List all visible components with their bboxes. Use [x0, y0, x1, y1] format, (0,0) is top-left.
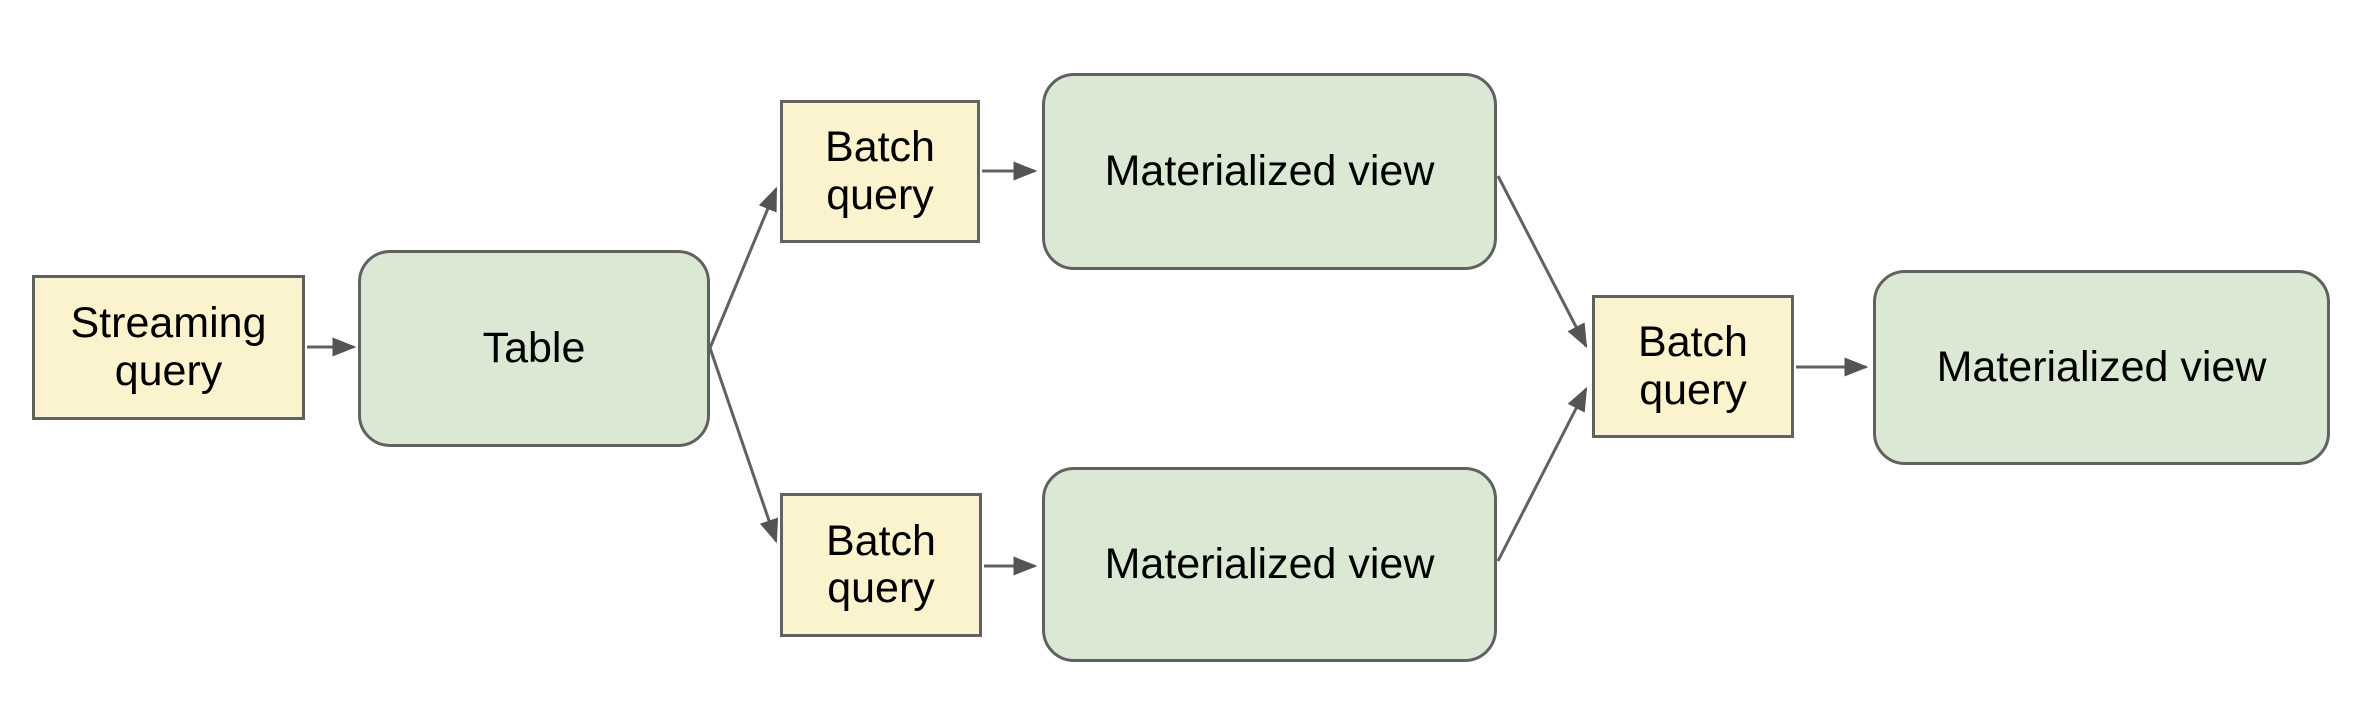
- node-materialized-view-top: Materialized view: [1042, 73, 1497, 270]
- node-materialized-view-final: Materialized view: [1873, 270, 2330, 465]
- node-streaming-query: Streaming query: [32, 275, 305, 420]
- node-table: Table: [358, 250, 710, 447]
- node-materialized-view-bottom: Materialized view: [1042, 467, 1497, 662]
- node-batch-query-bottom-label: Batch query: [826, 516, 936, 612]
- node-batch-query-top-label: Batch query: [825, 123, 935, 219]
- edge-table-to-batch-query-bottom: [708, 347, 779, 544]
- edge-table-to-batch-query-top: [708, 186, 778, 349]
- edge-materialized-view-top-to-batch-query-join: [1496, 175, 1588, 349]
- node-batch-query-join-label: Batch query: [1638, 318, 1748, 414]
- edge-materialized-view-bottom-to-batch-query-join: [1496, 386, 1588, 562]
- node-table-label: Table: [482, 323, 586, 372]
- node-batch-query-top: Batch query: [780, 100, 980, 243]
- node-streaming-query-label: Streaming query: [70, 299, 267, 395]
- node-batch-query-bottom: Batch query: [780, 493, 982, 637]
- node-materialized-view-top-label: Materialized view: [1104, 146, 1435, 195]
- node-materialized-view-final-label: Materialized view: [1936, 342, 2267, 391]
- node-batch-query-join: Batch query: [1592, 295, 1794, 438]
- node-materialized-view-bottom-label: Materialized view: [1104, 539, 1435, 588]
